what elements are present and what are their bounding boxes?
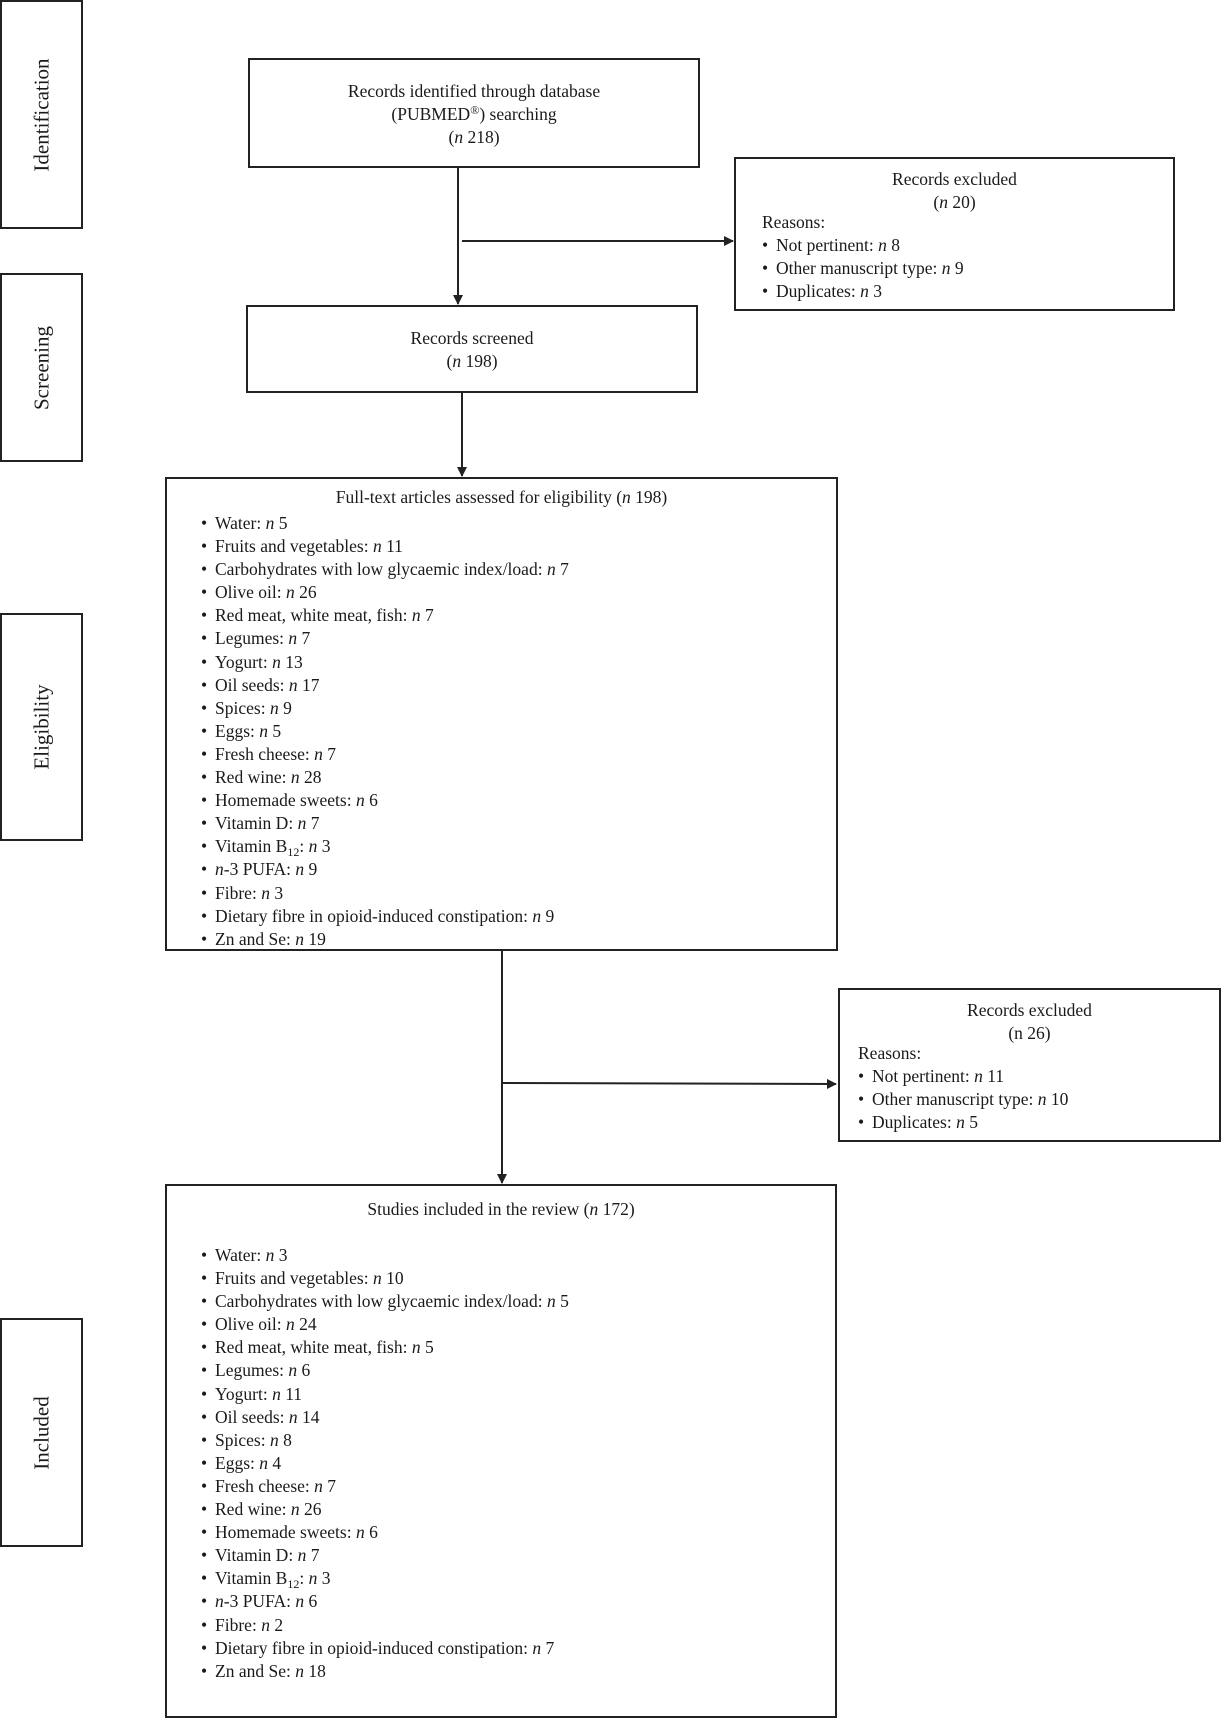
list-item: •Vitamin D: n 7 xyxy=(201,813,320,834)
identified-db-name: PUBMED xyxy=(397,104,471,124)
list-item: •Yogurt: n 13 xyxy=(201,651,303,672)
list-item: •Red wine: n 26 xyxy=(201,1499,322,1520)
list-item: •Water: n 5 xyxy=(201,513,288,533)
list-item: •Not pertinent: n 11 xyxy=(858,1066,1005,1086)
identified-line2: (PUBMED®) searching xyxy=(391,103,557,124)
stage-included: Included xyxy=(0,1318,83,1547)
screened-n-value: 198 xyxy=(461,351,492,371)
eligibility-title: Full-text articles assessed for eligibil… xyxy=(335,487,668,507)
excluded2-count: (n 26) xyxy=(1008,1023,1051,1043)
excluded1-n-label: n xyxy=(939,192,948,212)
eligibility-list: •Water: n 5•Fruits and vegetables: n 11•… xyxy=(201,512,569,951)
list-item: •Zn and Se: n 19 xyxy=(201,928,326,949)
list-item: •Carbohydrates with low glycaemic index/… xyxy=(201,1291,569,1312)
excluded1-count: (n 20) xyxy=(933,192,976,212)
stage-identification: Identification xyxy=(0,0,83,229)
list-item: •Spices: n 8 xyxy=(201,1429,292,1450)
excluded1-box: Records excluded (n 20) Reasons: •Not pe… xyxy=(734,157,1175,311)
screened-n-label: n xyxy=(452,351,462,371)
list-item: •Red wine: n 28 xyxy=(201,767,322,788)
list-item: •Homemade sweets: n 6 xyxy=(201,790,378,811)
list-item: •Red meat, white meat, fish: n 5 xyxy=(201,1337,434,1358)
arrow-to-excluded2 xyxy=(501,1078,837,1089)
list-item: •Dietary fibre in opioid-induced constip… xyxy=(201,905,555,926)
excluded2-box: Records excluded (n 26) Reasons: •Not pe… xyxy=(838,988,1221,1142)
list-item: •Fresh cheese: n 7 xyxy=(201,743,337,764)
list-item: •Carbohydrates with low glycaemic index/… xyxy=(201,559,569,580)
included-title: Studies included in the review (n 172) xyxy=(367,1199,635,1219)
list-item: •Homemade sweets: n 6 xyxy=(201,1522,378,1543)
list-item: •Other manuscript type: n 9 xyxy=(762,258,964,278)
list-item: •Duplicates: n 5 xyxy=(858,1112,978,1132)
list-item: •Vitamin D: n 7 xyxy=(201,1545,320,1566)
list-item: •Fruits and vegetables: n 11 xyxy=(201,536,403,557)
identified-box: Records identified through database (PUB… xyxy=(248,58,700,168)
list-item: •Vitamin B12: n 3 xyxy=(201,1568,331,1592)
identified-count: (n 218) xyxy=(448,127,500,147)
list-item: •Other manuscript type: n 10 xyxy=(858,1089,1069,1109)
list-item: •Vitamin B12: n 3 xyxy=(201,836,331,860)
list-item: •Olive oil: n 26 xyxy=(201,582,317,603)
identified-line2-suffix: searching xyxy=(485,104,557,124)
list-item: •n-3 PUFA: n 6 xyxy=(201,1591,318,1612)
list-item: •Fibre: n 2 xyxy=(201,1614,284,1635)
screened-box: Records screened (n 198) xyxy=(246,305,698,393)
list-item: •Fibre: n 3 xyxy=(201,882,284,903)
excluded1-reasons: Reasons: •Not pertinent: n 8 •Other manu… xyxy=(762,211,964,303)
list-item: •Fruits and vegetables: n 10 xyxy=(201,1268,404,1289)
list-item: •Eggs: n 5 xyxy=(201,720,282,741)
excluded1-n-value: 20 xyxy=(947,192,970,212)
excluded2-reasons-label: Reasons: xyxy=(858,1043,922,1063)
list-item: •Yogurt: n 11 xyxy=(201,1383,303,1404)
list-item: •Dietary fibre in opioid-induced constip… xyxy=(201,1637,555,1658)
excluded2-title: Records excluded xyxy=(967,1000,1092,1020)
excluded1-title: Records excluded xyxy=(892,169,1017,189)
identified-line1: Records identified through database xyxy=(347,81,601,101)
list-item: •Oil seeds: n 17 xyxy=(201,674,320,695)
list-item: •Duplicates: n 3 xyxy=(762,281,882,301)
list-item: •Red meat, white meat, fish: n 7 xyxy=(201,605,434,626)
list-item: •Eggs: n 4 xyxy=(201,1452,282,1473)
identified-n-value: 218 xyxy=(463,127,494,147)
screened-title: Records screened xyxy=(410,328,534,348)
list-item: •Not pertinent: n 8 xyxy=(762,235,900,255)
excluded1-reasons-label: Reasons: xyxy=(762,212,826,232)
excluded2-reasons: Reasons: •Not pertinent: n 11 •Other man… xyxy=(858,1042,1068,1134)
screened-count: (n 198) xyxy=(446,351,498,371)
list-item: •Spices: n 9 xyxy=(201,697,292,718)
registered-mark: ® xyxy=(470,103,480,117)
list-item: •Zn and Se: n 18 xyxy=(201,1660,326,1681)
list-item: •n-3 PUFA: n 9 xyxy=(201,859,318,880)
included-box: Studies included in the review (n 172) •… xyxy=(165,1184,837,1718)
list-item: •Fresh cheese: n 7 xyxy=(201,1475,337,1496)
list-item: •Water: n 3 xyxy=(201,1245,288,1265)
list-item: •Legumes: n 6 xyxy=(201,1360,311,1381)
list-item: •Oil seeds: n 14 xyxy=(201,1406,320,1427)
stage-screening: Screening xyxy=(0,273,83,462)
list-item: •Legumes: n 7 xyxy=(201,628,311,649)
eligibility-box: Full-text articles assessed for eligibil… xyxy=(165,477,838,951)
included-list: •Water: n 3•Fruits and vegetables: n 10•… xyxy=(201,1244,569,1683)
identified-n-label: n xyxy=(454,127,464,147)
stage-eligibility: Eligibility xyxy=(0,613,83,841)
list-item: •Olive oil: n 24 xyxy=(201,1314,317,1335)
